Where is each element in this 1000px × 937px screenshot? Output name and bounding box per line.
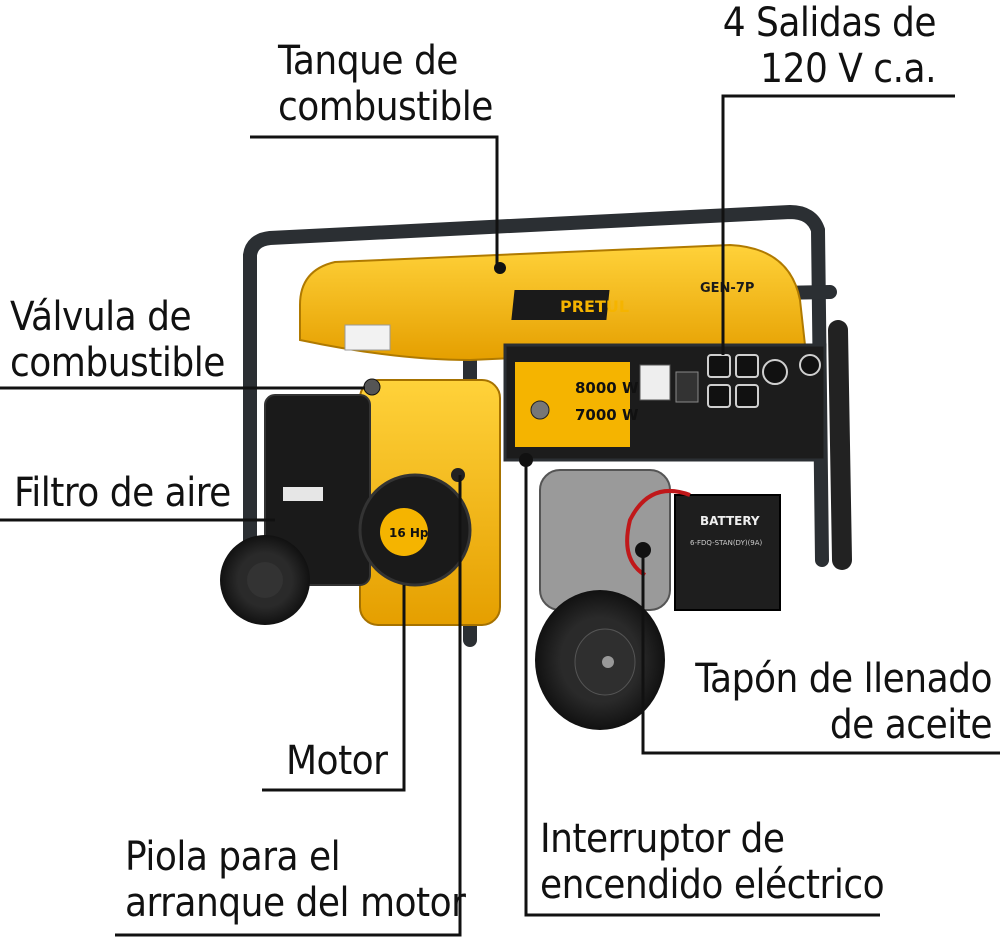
- power-label-plate: [515, 362, 630, 447]
- rated-power-text: 7000 W: [575, 406, 639, 424]
- brand-plate: [511, 290, 610, 320]
- label-pull-cord: Piola para el arranque del motor: [125, 834, 466, 926]
- label-air-filter: Filtro de aire: [14, 470, 231, 516]
- label-oil-cap-line1: Tapón de llenado: [695, 656, 992, 702]
- label-fuel-tank-line1: Tanque de: [278, 38, 458, 84]
- leader-oil-cap: [641, 550, 1000, 755]
- label-oil-cap: Tapón de llenado de aceite: [695, 656, 992, 748]
- air-filter-sticker: [283, 487, 323, 501]
- max-power-text: 8000 W: [575, 379, 639, 397]
- brand-text: PRETUL: [560, 297, 629, 316]
- label-fuel-tank: Tanque de combustible: [278, 38, 493, 130]
- model-text: GEN-7P: [700, 281, 754, 296]
- label-oil-cap-line2: de aceite: [829, 702, 993, 748]
- alternator: [539, 469, 671, 611]
- label-pull-cord-line2: arranque del motor: [125, 880, 466, 926]
- label-engine-line1: Motor: [286, 738, 388, 784]
- battery-model-text: 6-FDQ-STAN(DY)(9A): [690, 539, 763, 547]
- leader-fuel-tank: [250, 135, 499, 268]
- engine-badge: [380, 508, 428, 556]
- label-fuel-valve-line1: Válvula de: [10, 294, 192, 340]
- leader-electric-switch: [524, 460, 880, 917]
- label-outlets-line2: 120 V c.a.: [760, 46, 936, 92]
- battery-cable: [625, 489, 691, 577]
- right-wheel: [535, 590, 665, 730]
- battery: [674, 494, 781, 611]
- breaker-switch: [675, 371, 699, 403]
- left-wheel: [220, 535, 310, 625]
- label-pull-cord-line1: Piola para el: [125, 834, 341, 880]
- pull-handle: [451, 468, 465, 482]
- voltmeter: [639, 364, 671, 401]
- label-outlets: 4 Salidas de 120 V c.a.: [722, 0, 937, 92]
- choke-knob: [530, 400, 550, 420]
- label-fuel-valve-line2: combustible: [10, 340, 225, 386]
- label-electric-switch-line2: encendido eléctrico: [540, 862, 885, 908]
- leader-engine: [262, 585, 406, 792]
- label-fuel-tank-line2: combustible: [278, 84, 493, 130]
- battery-text: BATTERY: [700, 514, 760, 528]
- engine-power-text: 16 Hp: [389, 526, 429, 540]
- leader-outlets: [721, 94, 955, 355]
- leader-lines: [0, 94, 1000, 937]
- label-fuel-valve: Válvula de combustible: [10, 294, 225, 386]
- label-outlets-line1: 4 Salidas de: [722, 0, 937, 46]
- label-electric-switch: Interruptor de encendido eléctrico: [540, 816, 885, 908]
- label-engine: Motor: [286, 738, 388, 784]
- label-electric-switch-line1: Interruptor de: [540, 816, 785, 862]
- handle: [828, 320, 852, 570]
- fuel-valve-shape: [363, 378, 381, 396]
- label-air-filter-line1: Filtro de aire: [14, 470, 231, 516]
- warning-sticker: [344, 324, 391, 351]
- outlets: [707, 354, 821, 408]
- leader-pull-cord: [115, 475, 462, 937]
